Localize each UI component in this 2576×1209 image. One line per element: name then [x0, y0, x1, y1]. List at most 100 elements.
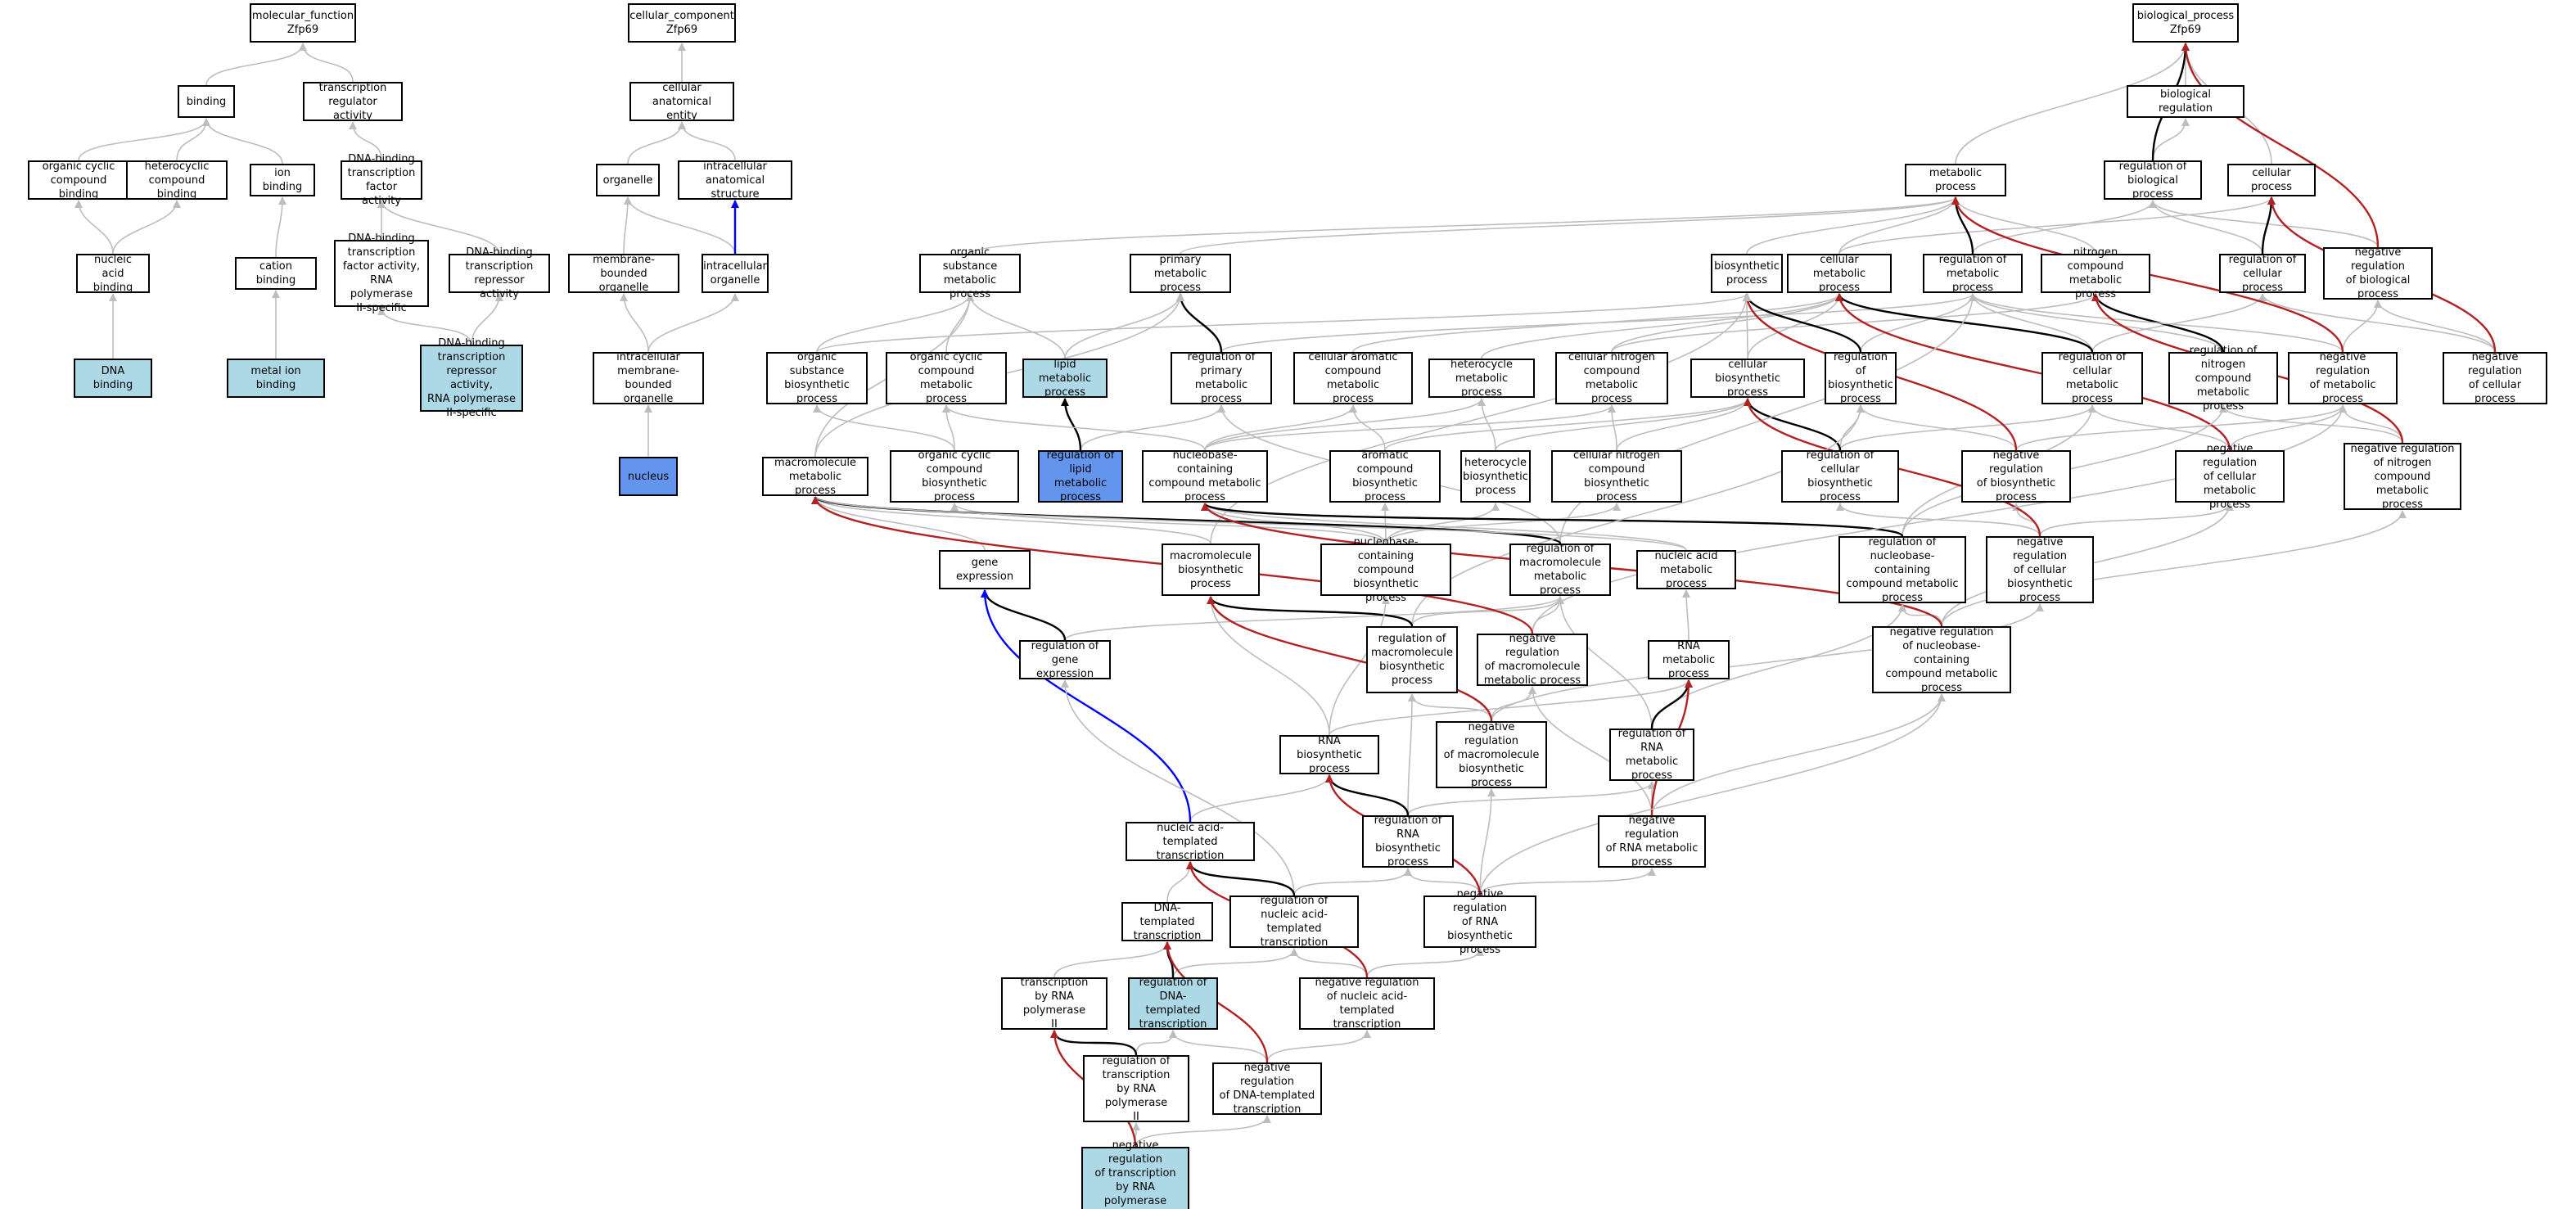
go-term-node-cbp[interactable]: cellular biosynthetic process [1690, 359, 1805, 399]
go-term-node-io[interactable]: intracellular organelle [702, 254, 769, 293]
go-term-node-mf[interactable]: molecular_function Zfp69 [250, 3, 356, 43]
edge-is-a [1838, 196, 1960, 255]
go-term-node-mp[interactable]: metabolic process [1905, 164, 2006, 196]
go-term-node-hbp[interactable]: heterocycle biosynthetic process [1460, 450, 1531, 503]
go-term-node-nab[interactable]: nucleic acid binding [76, 254, 150, 294]
go-term-node-dbtfa[interactable]: DNA-binding transcription factor activit… [341, 153, 422, 207]
edge-is-a [78, 118, 210, 161]
go-term-node-nrbiosp[interactable]: negative regulation of biosynthetic proc… [1961, 449, 2071, 503]
go-term-node-nrdt[interactable]: negative regulation of DNA-templated tra… [1212, 1062, 1322, 1116]
go-term-node-dt[interactable]: DNA-templated transcription [1121, 902, 1213, 942]
go-term-node-occbp[interactable]: organic cyclic compound biosynthetic pro… [890, 449, 1019, 503]
edge-is-a [942, 404, 1206, 451]
go-term-node-nbcmp[interactable]: nucleobase-containing compound metabolic… [1142, 449, 1268, 503]
go-term-node-nrtrp2[interactable]: negative regulation of transcription by … [1081, 1139, 1189, 1209]
edge-is-a [1839, 404, 2096, 451]
go-term-node-mib[interactable]: metal ion binding [227, 359, 325, 398]
go-term-node-cae[interactable]: cellular anatomical entity [629, 82, 734, 122]
edge-regulates [981, 589, 1067, 641]
go-term-node-organelle[interactable]: organelle [596, 164, 660, 196]
edge-regulates [1207, 596, 1414, 627]
go-term-node-rcp[interactable]: regulation of cellular process [2219, 254, 2306, 294]
go-term-node-biosp[interactable]: biosynthetic process [1711, 254, 1783, 293]
edge-regulates [1050, 1030, 1138, 1056]
go-term-node-namp[interactable]: nucleic acid metabolic process [1636, 550, 1736, 590]
go-term-node-rbiosp[interactable]: regulation of biosynthetic process [1825, 351, 1897, 405]
go-term-node-ncmp[interactable]: nitrogen compound metabolic process [2041, 246, 2150, 300]
go-term-node-binding[interactable]: binding [178, 85, 235, 118]
go-term-node-rtrp2[interactable]: regulation of transcription by RNA polym… [1083, 1055, 1189, 1123]
go-term-node-nrrnamp[interactable]: negative regulation of RNA metabolic pro… [1598, 814, 1706, 868]
go-term-node-rcmp[interactable]: regulation of cellular metabolic process [2041, 351, 2143, 405]
go-term-node-rpmp[interactable]: regulation of primary metabolic process [1171, 351, 1272, 405]
go-term-node-nrmbp[interactable]: negative regulation of macromolecule bio… [1436, 721, 1547, 789]
go-term-node-nucleus[interactable]: nucleus [619, 457, 678, 496]
go-term-node-cmp[interactable]: cellular metabolic process [1787, 254, 1892, 294]
go-term-node-dnab[interactable]: DNA binding [74, 359, 152, 398]
go-term-node-nrnbcmp[interactable]: negative regulation of nucleobase-contai… [1872, 626, 2011, 694]
go-term-node-rnbcmp[interactable]: regulation of nucleobase-containing comp… [1838, 536, 1966, 604]
go-term-node-cc[interactable]: cellular_component Zfp69 [628, 3, 736, 43]
go-term-node-rlmp[interactable]: regulation of lipid metabolic process [1038, 449, 1123, 503]
go-term-node-rnamp[interactable]: RNA metabolic process [1648, 640, 1730, 680]
go-term-node-rnabp[interactable]: RNA biosynthetic process [1279, 735, 1379, 775]
go-term-node-osbp[interactable]: organic substance biosynthetic process [766, 351, 868, 405]
go-term-node-mbiosp[interactable]: macromolecule biosynthetic process [1162, 544, 1260, 596]
edge-is-a [74, 200, 114, 255]
go-term-node-dbtr2[interactable]: DNA-binding transcription repressor acti… [420, 337, 523, 419]
go-term-node-tra[interactable]: transcription regulator activity [303, 82, 403, 122]
go-term-node-nrrnabp[interactable]: negative regulation of RNA biosynthetic … [1423, 888, 1536, 956]
go-term-node-rbp[interactable]: regulation of biological process [2104, 160, 2202, 201]
go-term-node-rnat[interactable]: regulation of nucleic acid-templated tra… [1229, 895, 1359, 949]
edge-is-a [1747, 293, 1843, 359]
go-term-node-rmp[interactable]: regulation of metabolic process [1923, 254, 2023, 294]
go-term-node-nrcp[interactable]: negative regulation of cellular process [2443, 351, 2547, 405]
go-term-node-rrnamp[interactable]: regulation of RNA metabolic process [1609, 728, 1694, 782]
go-term-node-dbtf2[interactable]: DNA-binding transcription factor activit… [334, 232, 429, 314]
go-term-node-lmp[interactable]: lipid metabolic process [1022, 359, 1108, 399]
go-term-node-mmp[interactable]: macromolecule metabolic process [762, 457, 868, 497]
go-term-node-rdt[interactable]: regulation of DNA-templated transcriptio… [1128, 977, 1218, 1031]
go-term-node-ias[interactable]: intracellular anatomical structure [678, 160, 792, 201]
go-term-node-nrbp[interactable]: negative regulation of biological proces… [2323, 246, 2433, 300]
go-term-node-trp2[interactable]: transcription by RNA polymerase II [1001, 977, 1108, 1031]
go-term-node-nrcbp[interactable]: negative regulation of cellular biosynth… [1986, 536, 2094, 604]
go-term-node-rge[interactable]: regulation of gene expression [1019, 640, 1111, 680]
edge-is-a [1941, 510, 2407, 627]
go-term-node-nrmmp[interactable]: negative regulation of macromolecule met… [1477, 633, 1588, 687]
go-term-node-cationb[interactable]: cation binding [235, 257, 317, 290]
go-term-node-dbtra[interactable]: DNA-binding transcription repressor acti… [449, 246, 550, 300]
edge-is-a [1651, 693, 1946, 816]
go-term-node-ge[interactable]: gene expression [939, 550, 1031, 589]
go-term-node-breg[interactable]: biological regulation [2127, 85, 2244, 118]
go-term-node-occmp[interactable]: organic cyclic compound metabolic proces… [886, 351, 1007, 405]
go-term-node-rncmp[interactable]: regulation of nitrogen compound metaboli… [2168, 345, 2278, 413]
go-term-node-hmp[interactable]: heterocycle metabolic process [1428, 359, 1535, 399]
go-term-node-cp[interactable]: cellular process [2227, 164, 2316, 196]
go-term-node-rrnabp[interactable]: regulation of RNA biosynthetic process [1362, 814, 1454, 868]
go-term-node-rmmp[interactable]: regulation of macromolecule metabolic pr… [1509, 543, 1611, 597]
edge-is-a [811, 496, 986, 551]
go-term-node-hcb[interactable]: heterocyclic compound binding [126, 160, 228, 201]
go-term-node-ionb[interactable]: ion binding [250, 164, 315, 196]
go-term-node-nrncmp[interactable]: negative regulation of nitrogen compound… [2344, 443, 2461, 511]
go-term-node-nat[interactable]: nucleic acid-templated transcription [1126, 822, 1255, 862]
go-term-node-rmbp[interactable]: regulation of macromolecule biosynthetic… [1366, 626, 1458, 693]
go-term-node-acbp[interactable]: aromatic compound biosynthetic process [1329, 449, 1441, 503]
go-term-node-nbcbp[interactable]: nucleobase-containing compound biosynthe… [1320, 536, 1451, 604]
go-term-node-nrmp[interactable]: negative regulation of metabolic process [2288, 351, 2398, 405]
edge-is-a [1951, 196, 2096, 255]
go-term-node-rcbp[interactable]: regulation of cellular biosynthetic proc… [1781, 449, 1899, 503]
go-term-node-ocb[interactable]: organic cyclic compound binding [28, 160, 129, 201]
edge-is-a [1384, 398, 1752, 451]
go-term-node-cacmp[interactable]: cellular aromatic compound metabolic pro… [1293, 351, 1413, 405]
go-term-node-mbo[interactable]: membrane-bounded organelle [568, 254, 679, 294]
go-term-node-osmp[interactable]: organic substance metabolic process [919, 246, 1021, 300]
go-term-node-imbo[interactable]: intracellular membrane-bounded organelle [593, 351, 704, 405]
go-term-node-nrcmp[interactable]: negative regulation of cellular metaboli… [2175, 443, 2285, 511]
go-term-node-cncbp[interactable]: cellular nitrogen compound biosynthetic … [1551, 449, 1682, 503]
go-term-node-bp[interactable]: biological_process Zfp69 [2132, 3, 2239, 43]
go-term-node-pmp[interactable]: primary metabolic process [1130, 254, 1231, 294]
go-term-node-nrnat[interactable]: negative regulation of nucleic acid-temp… [1299, 977, 1435, 1031]
go-term-node-cncmp[interactable]: cellular nitrogen compound metabolic pro… [1555, 351, 1668, 405]
